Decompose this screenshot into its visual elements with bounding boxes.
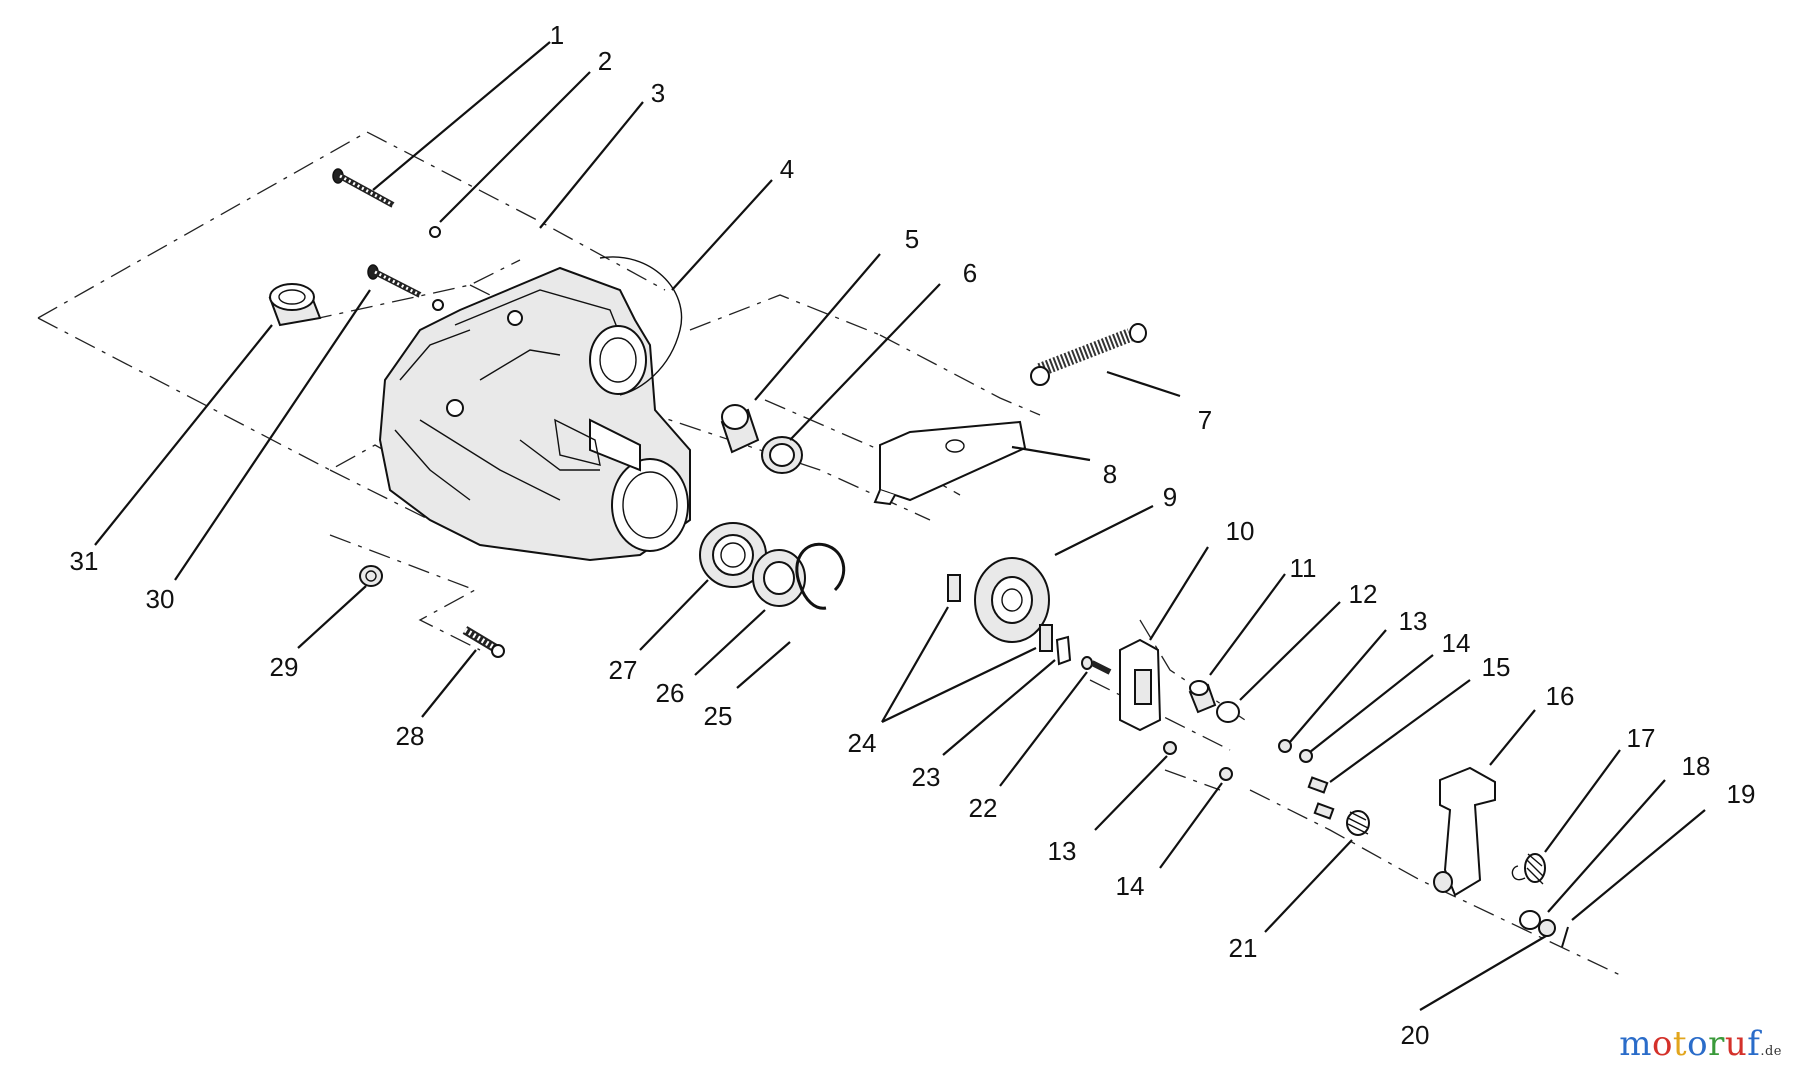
watermark-letter: u xyxy=(1724,1024,1748,1064)
callout-13-lower: 13 xyxy=(1048,836,1077,866)
callout-24: 24 xyxy=(848,728,877,758)
key-part-24a xyxy=(947,574,961,602)
spacer-part-11 xyxy=(1188,680,1217,714)
watermark-letter: f xyxy=(1747,1024,1761,1064)
seal-part-6 xyxy=(761,436,803,474)
screw-part-22 xyxy=(1081,656,1112,675)
washer-part-2 xyxy=(429,226,441,238)
callout-31: 31 xyxy=(70,546,99,576)
leader-lines xyxy=(94,41,1706,1011)
stud-part-28 xyxy=(462,626,505,658)
nut-part-13-upper xyxy=(1278,739,1292,753)
callout-17: 17 xyxy=(1627,723,1656,753)
watermark-letter: o xyxy=(1651,1024,1673,1064)
callout-19: 19 xyxy=(1727,779,1756,809)
spacer-part-23 xyxy=(1055,635,1072,666)
retaining-ring-part-25 xyxy=(795,542,846,610)
callout-16: 16 xyxy=(1546,681,1575,711)
callout-11: 11 xyxy=(1290,553,1317,583)
spring-part-21 xyxy=(1346,810,1370,836)
callout-28: 28 xyxy=(396,721,425,751)
callout-5: 5 xyxy=(905,224,919,254)
callout-8: 8 xyxy=(1103,459,1117,489)
callout-26: 26 xyxy=(656,678,685,708)
watermark-letter: r xyxy=(1708,1024,1725,1064)
callout-10: 10 xyxy=(1226,516,1255,546)
callout-23: 23 xyxy=(912,762,941,792)
callout-29: 29 xyxy=(270,652,299,682)
ball-bearing-part-27 xyxy=(699,522,767,588)
cover-plate-outline xyxy=(599,256,683,396)
callout-21: 21 xyxy=(1229,933,1258,963)
callout-12: 12 xyxy=(1349,579,1378,609)
callout-4: 4 xyxy=(780,154,794,184)
washer-part-12 xyxy=(1216,701,1240,723)
bracket-part-8 xyxy=(873,420,1027,506)
watermark-letter: t xyxy=(1672,1024,1688,1064)
nut-part-14-upper xyxy=(1299,749,1313,763)
callout-3: 3 xyxy=(651,78,665,108)
gear-housing xyxy=(378,266,691,562)
plate-part-10 xyxy=(1119,638,1162,732)
callout-labels: 1 2 3 4 5 6 7 8 9 10 11 12 13 14 15 16 1… xyxy=(70,20,1756,1050)
watermark-letters: motoruf xyxy=(1619,1024,1760,1064)
callout-25: 25 xyxy=(704,701,733,731)
callout-15: 15 xyxy=(1482,652,1511,682)
callout-18: 18 xyxy=(1682,751,1711,781)
spring-part-7 xyxy=(1030,323,1147,386)
callout-22: 22 xyxy=(969,793,998,823)
cotter-pin-part-19 xyxy=(1561,926,1569,948)
nut-part-20 xyxy=(1538,919,1556,937)
callout-27: 27 xyxy=(609,655,638,685)
callout-14-upper: 14 xyxy=(1442,628,1471,658)
bolt-part-1 xyxy=(332,168,395,208)
callout-6: 6 xyxy=(963,258,977,288)
watermark-suffix: .de xyxy=(1760,1044,1782,1059)
lever-part-16 xyxy=(1433,766,1496,897)
key-part-24b xyxy=(1039,624,1053,652)
callout-20: 20 xyxy=(1401,1020,1430,1050)
callout-30: 30 xyxy=(146,584,175,614)
phantom-lines xyxy=(37,131,1621,976)
watermark-logo: motoruf.de xyxy=(1619,1024,1782,1064)
needle-bearing-part-5 xyxy=(720,404,760,454)
callout-9: 9 xyxy=(1163,482,1177,512)
nut-part-13-lower xyxy=(1163,741,1177,755)
torsion-spring-part-17 xyxy=(1511,853,1546,885)
pin-part-15b xyxy=(1313,802,1335,820)
bolt-part-30 xyxy=(367,264,444,311)
callout-13-upper: 13 xyxy=(1399,606,1428,636)
callout-7: 7 xyxy=(1198,405,1212,435)
callout-1: 1 xyxy=(550,20,564,50)
callout-2: 2 xyxy=(598,46,612,76)
plug-part-29 xyxy=(359,565,383,587)
bushing-part-31 xyxy=(268,283,322,327)
pulley-part-9 xyxy=(974,557,1050,643)
seal-part-26 xyxy=(752,549,806,607)
watermark-letter: o xyxy=(1687,1024,1709,1064)
watermark-letter: m xyxy=(1619,1024,1652,1064)
nut-part-14-lower xyxy=(1219,767,1233,781)
callout-14-lower: 14 xyxy=(1116,871,1145,901)
washer-part-18 xyxy=(1519,910,1541,930)
pin-part-15a xyxy=(1307,776,1329,794)
